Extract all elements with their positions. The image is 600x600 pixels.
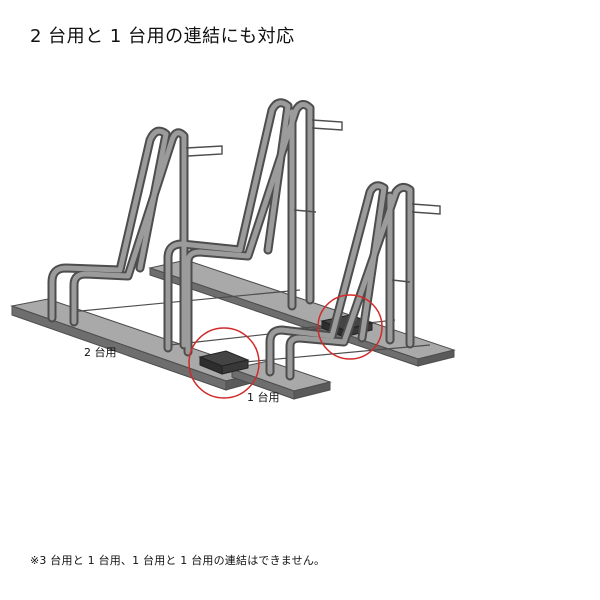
rear-base-rail <box>148 259 456 367</box>
front-connector <box>198 350 250 375</box>
top-wire-loops <box>185 119 441 283</box>
rear-connector-highlight <box>317 294 383 360</box>
two-unit-label: 2 台用 <box>84 346 117 359</box>
one-unit-label: 1 台用 <box>247 391 280 404</box>
front-connector-highlight <box>188 327 260 399</box>
one-unit-base-rail <box>230 360 332 400</box>
footnote: ※3 台用と 1 台用、1 台用と 1 台用の連結はできません。 <box>30 554 326 567</box>
page-title: 2 台用と 1 台用の連結にも対応 <box>30 26 295 47</box>
rack-tubes <box>47 98 415 381</box>
